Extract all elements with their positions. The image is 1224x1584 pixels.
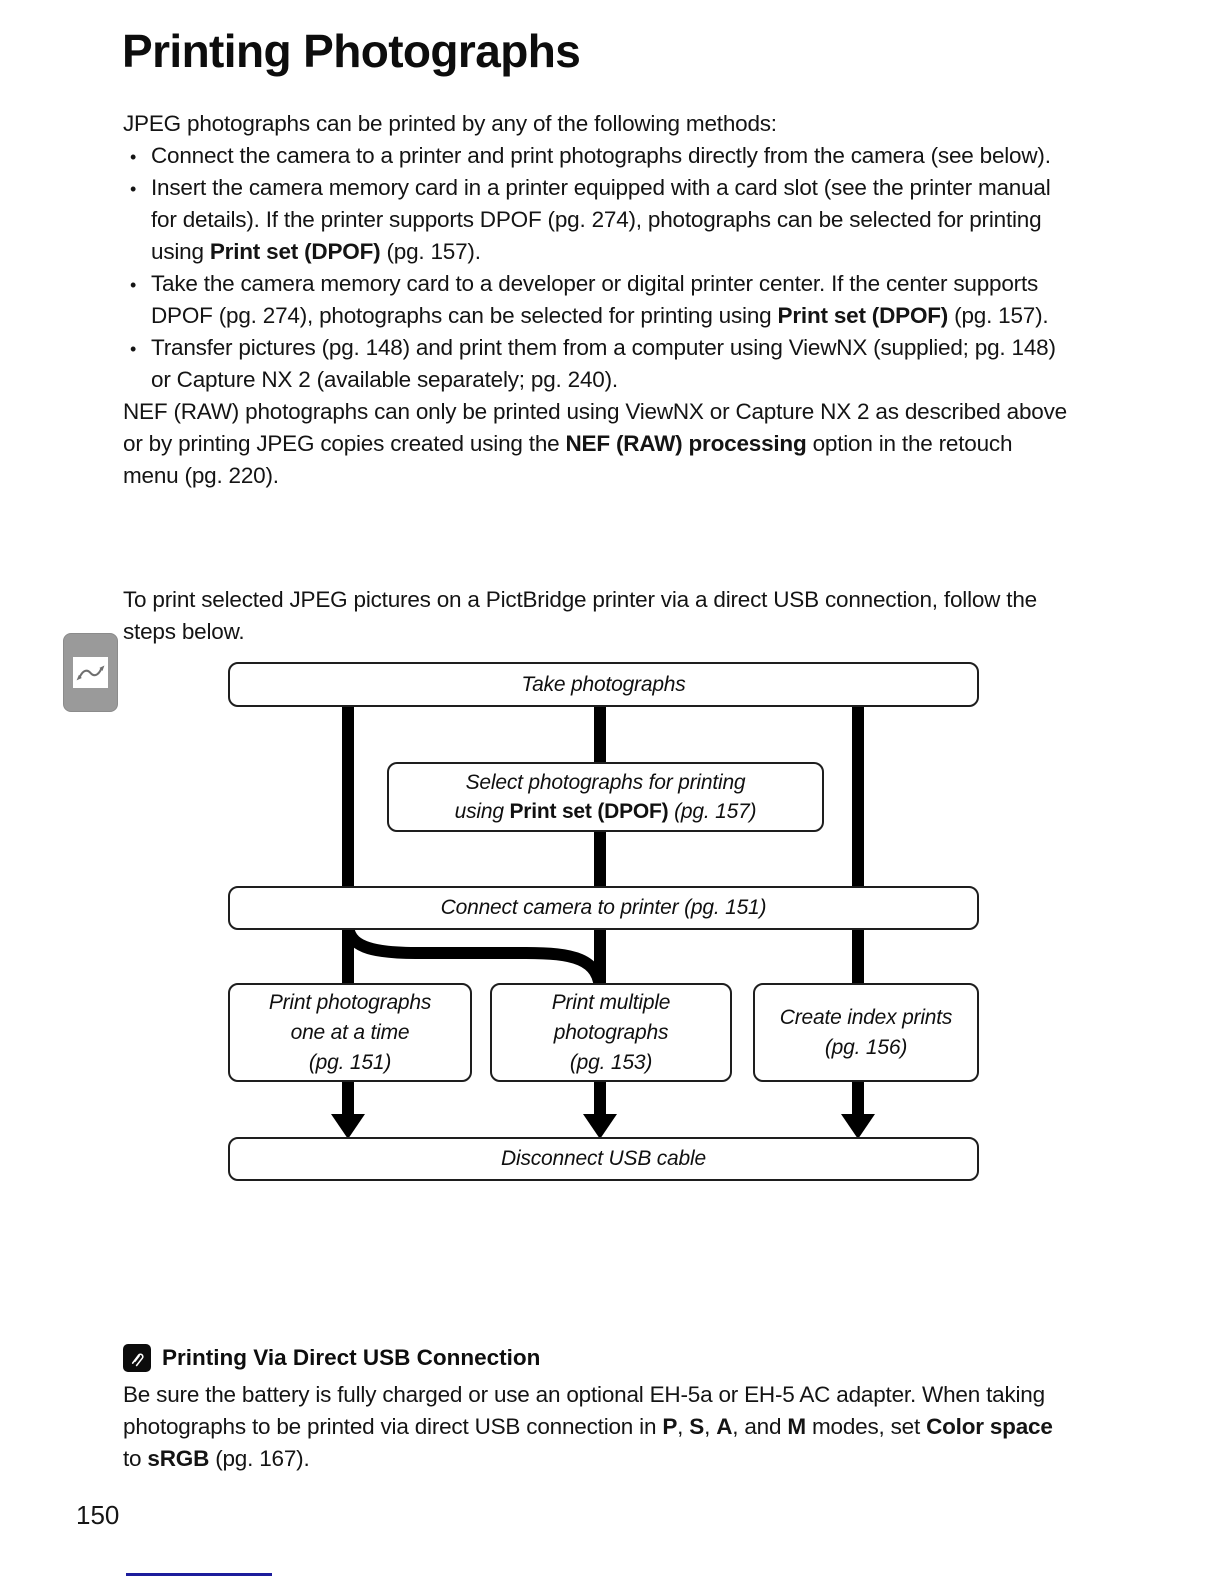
list-item-text: (pg. 157).: [380, 239, 481, 264]
flow-box-label: (pg. 156): [824, 1035, 908, 1059]
list-item-text: (pg. 157).: [948, 303, 1049, 328]
flow-box-label: one at a time: [290, 1020, 410, 1044]
bullet-icon: •: [130, 275, 137, 295]
list-item-text: Connect the camera to a printer and prin…: [151, 143, 1051, 168]
note-text: Be sure the battery is fully charged or …: [123, 1382, 1045, 1439]
srgb-bold: sRGB: [147, 1446, 210, 1471]
flow-box-label: using: [454, 800, 510, 823]
disconnect-usb-box: Disconnect USB cable: [228, 1137, 979, 1181]
flow-box-label: (pg. 157): [668, 800, 757, 823]
arrowhead-right: [841, 1114, 875, 1139]
select-photographs-box: Select photographs for printing using Pr…: [387, 762, 824, 832]
flow-box-label: (pg. 153): [569, 1050, 653, 1074]
note-text: ,: [677, 1414, 690, 1439]
create-index-prints-box: Create index prints (pg. 156): [753, 983, 979, 1082]
list-item-memory-card-printer: • Insert the camera memory card in a pri…: [123, 172, 1071, 268]
list-item-connect-printer: • Connect the camera to a printer and pr…: [123, 140, 1071, 172]
list-item-text: Transfer pictures (pg. 148) and print th…: [151, 335, 1056, 392]
paragraph-text: NEF (RAW) photographs can only be printe…: [123, 399, 1067, 456]
note-body: Be sure the battery is fully charged or …: [123, 1379, 1073, 1475]
flow-box-label: Disconnect USB cable: [501, 1147, 706, 1170]
print-set-dpof-bold: Print set (DPOF): [209, 239, 381, 264]
note-text: ,: [704, 1414, 717, 1439]
arrowhead-left: [331, 1114, 365, 1139]
flow-box-label: Connect camera to printer (pg. 151): [440, 896, 767, 919]
list-item-text: Insert the camera memory card in a print…: [151, 175, 1051, 264]
print-one-at-a-time-box: Print photographs one at a time (pg. 151…: [228, 983, 472, 1082]
note-section: Printing Via Direct USB Connection Be su…: [123, 1344, 1073, 1475]
note-heading: Printing Via Direct USB Connection: [123, 1344, 1073, 1372]
nef-processing-bold: NEF (RAW) processing: [565, 431, 807, 456]
pictbridge-paragraph: To print selected JPEG pictures on a Pic…: [123, 587, 1037, 644]
bullet-icon: •: [130, 147, 137, 167]
bullet-icon: •: [130, 179, 137, 199]
note-text: to: [123, 1446, 148, 1471]
chapter-tab: [63, 633, 118, 712]
flow-box-label: Select photographs for printing: [465, 771, 746, 794]
bullet-icon: •: [130, 339, 137, 359]
mode-s: S: [689, 1414, 705, 1439]
connect-printer-box: Connect camera to printer (pg. 151): [228, 886, 979, 930]
flow-box-label: (pg. 151): [308, 1050, 392, 1074]
list-item-transfer-pictures: • Transfer pictures (pg. 148) and print …: [123, 332, 1071, 396]
cable-connection-icon: [76, 665, 105, 681]
mode-p: P: [662, 1414, 678, 1439]
paragraph-text: option in the retouch menu (pg. 220).: [123, 431, 1013, 488]
color-space-bold: Color space: [926, 1414, 1053, 1439]
take-photographs-box: Take photographs: [228, 662, 979, 707]
flow-box-label: Take photographs: [521, 672, 686, 696]
flow-box-label: photographs: [553, 1020, 669, 1044]
intro-text-block: JPEG photographs can be printed by any o…: [123, 108, 1071, 492]
print-set-dpof-bold: Print set (DPOF): [777, 303, 949, 328]
flow-box-label: Create index prints: [779, 1005, 953, 1029]
nef-raw-paragraph: NEF (RAW) photographs can only be printe…: [123, 396, 1071, 492]
note-text: modes, set: [805, 1414, 927, 1439]
note-text: , and: [732, 1414, 788, 1439]
list-item-text: Take the camera memory card to a develop…: [151, 271, 1039, 328]
list-item-developer-center: • Take the camera memory card to a devel…: [123, 268, 1071, 332]
mode-m: M: [787, 1414, 806, 1439]
flow-box-label: Print photographs: [268, 990, 432, 1014]
page-number: 150: [76, 1500, 120, 1530]
page-title: Printing Photographs: [122, 25, 581, 77]
note-title: Printing Via Direct USB Connection: [162, 1345, 541, 1370]
chapter-tab-window: [73, 657, 108, 688]
note-text: (pg. 167).: [209, 1446, 310, 1471]
intro-lead: JPEG photographs can be printed by any o…: [123, 111, 777, 136]
flow-box-label: Print multiple: [551, 990, 671, 1014]
paperclip-icon: [123, 1344, 151, 1372]
arrowhead-middle: [583, 1114, 617, 1139]
flow-box-label: using Print set (DPOF) (pg. 157): [455, 797, 757, 826]
footer-accent-line: [126, 1573, 272, 1576]
flow-branch-curve: [342, 923, 606, 993]
print-multiple-box: Print multiple photographs (pg. 153): [490, 983, 732, 1082]
flowchart: Take photographs Select photographs for …: [228, 662, 979, 1181]
mode-a: A: [716, 1414, 733, 1439]
print-set-dpof-bold: Print set (DPOF): [509, 800, 669, 823]
